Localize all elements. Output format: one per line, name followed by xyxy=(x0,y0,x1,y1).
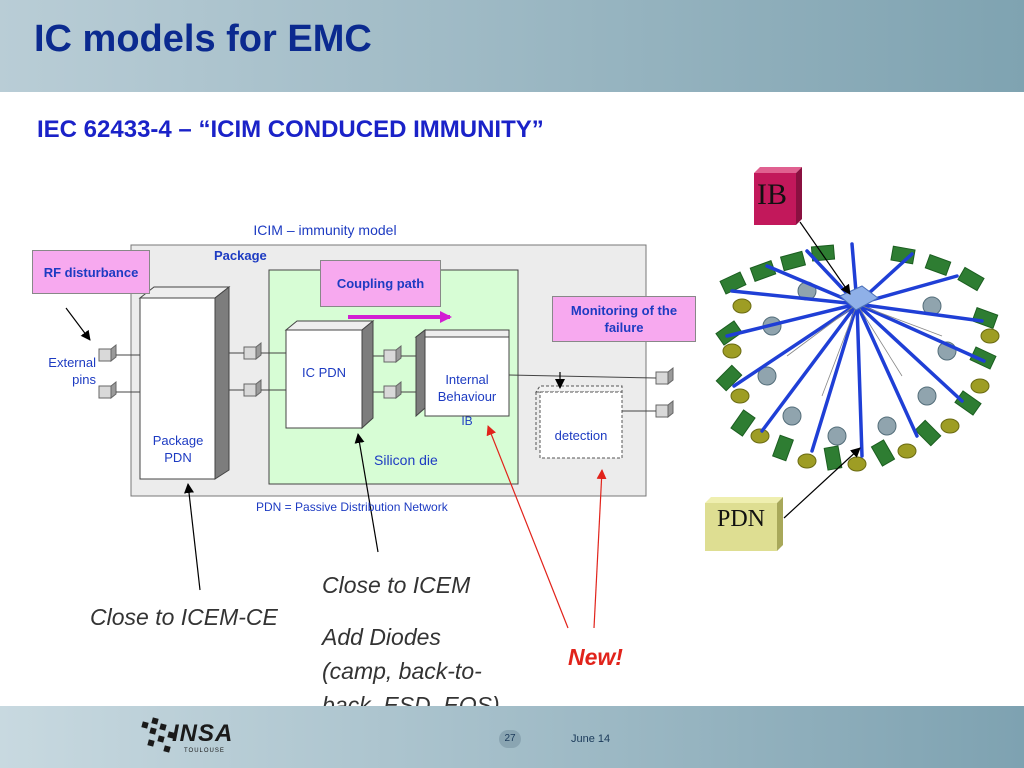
footer-date: June 14 xyxy=(571,733,611,745)
new-arrow-detection xyxy=(593,469,607,629)
package-pdn-label: Package PDN xyxy=(152,433,204,465)
insa-logo: INSA TOULOUSE xyxy=(138,712,238,762)
pin-external-1 xyxy=(98,343,117,363)
ic-pdn-label: IC PDN xyxy=(301,365,347,380)
detection-label: detection xyxy=(554,428,608,443)
insa-logo-text: INSA xyxy=(172,720,234,747)
package-label: Package xyxy=(214,248,267,263)
ic-pdn-block xyxy=(284,319,375,430)
external-pins-label: External pins xyxy=(48,355,96,387)
add-diodes-note: Add Diodes (camp, back-to-back, ESD, EOS… xyxy=(322,624,500,718)
slide-title: IC models for EMC xyxy=(34,18,372,60)
pins xyxy=(98,341,674,419)
icem-arrow xyxy=(354,433,379,553)
new-arrow-ib xyxy=(486,425,569,629)
close-icem-ce-note: Close to ICEM-CE xyxy=(90,604,278,630)
page-number: 27 xyxy=(504,733,516,744)
monitoring-label: Monitoring of the failure xyxy=(570,303,678,335)
pdn-tag: PDN xyxy=(716,506,765,532)
page-number-badge: 27 xyxy=(499,730,521,748)
header-band xyxy=(0,0,1024,92)
close-icem-note: Close to ICEM xyxy=(322,572,471,598)
silicon-die-label: Silicon die xyxy=(374,452,438,468)
ib-tag: IB xyxy=(757,178,787,211)
rf-arrow xyxy=(65,307,91,341)
monitoring-box: Monitoring of the failure xyxy=(552,296,696,342)
coupling-path-box: Coupling path xyxy=(320,260,441,307)
pin-out-1 xyxy=(655,366,674,386)
ib-cube xyxy=(754,167,802,225)
ib-short-label: IB xyxy=(461,414,473,428)
pin-die-2 xyxy=(383,380,402,400)
pin-array xyxy=(715,242,1000,472)
coupling-path-label: Coupling path xyxy=(336,276,425,291)
package-pdn-block xyxy=(138,285,231,480)
pin-out-2 xyxy=(655,399,674,419)
chip-package-illustration xyxy=(712,236,1002,476)
pin-die-1 xyxy=(383,344,402,364)
slide-subtitle: IEC 62433-4 – “ICIM CONDUCED IMMUNITY” xyxy=(37,116,544,143)
connection-lines xyxy=(116,352,657,412)
insa-logo-subtext: TOULOUSE xyxy=(184,748,225,754)
pdn-pointer xyxy=(783,447,861,519)
insa-logo-mark xyxy=(141,717,175,753)
internal-behaviour-label: Internal Behaviour xyxy=(437,372,497,404)
detection-block xyxy=(535,385,623,459)
pin-external-2 xyxy=(98,380,117,400)
new-label: New! xyxy=(568,644,623,670)
pdn-cube xyxy=(705,497,783,551)
rf-disturbance-box: RF disturbance xyxy=(32,250,150,294)
pin-pkg-1 xyxy=(243,341,262,361)
internal-behaviour-block xyxy=(414,328,510,418)
icim-model-title: ICIM – immunity model xyxy=(253,222,397,238)
rf-disturbance-label: RF disturbance xyxy=(43,264,139,280)
ib-pointer xyxy=(799,221,851,295)
icem-ce-arrow xyxy=(184,483,201,591)
pdn-definition: PDN = Passive Distribution Network xyxy=(256,500,448,514)
